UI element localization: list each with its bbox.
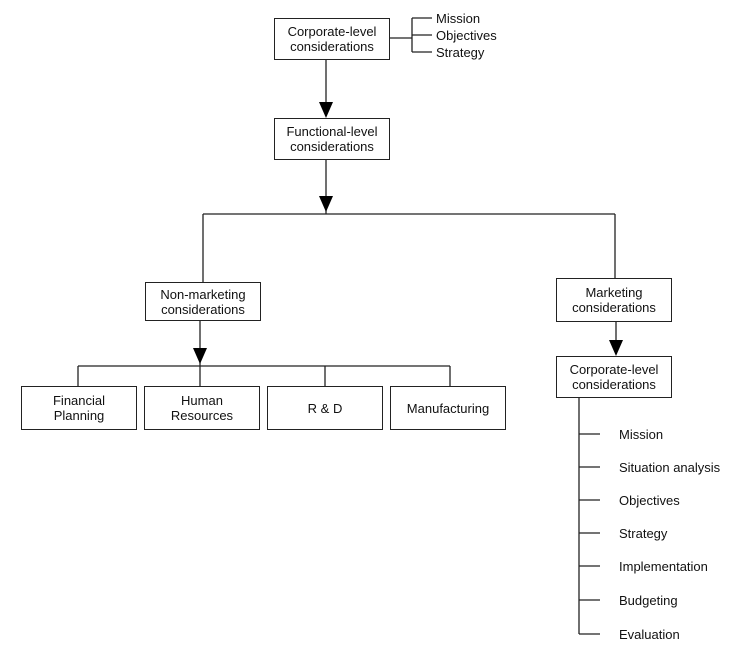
child-r-and-d: R & D [267,386,383,430]
list-item-implementation: Implementation [619,559,708,574]
arrow-head-non-marketing [193,348,207,364]
child-manufacturing: Manufacturing [390,386,506,430]
list-item-evaluation: Evaluation [619,627,680,642]
arrow-head-marketing [609,340,623,356]
non-marketing-box: Non-marketing considerations [145,282,261,321]
top-item-strategy: Strategy [436,45,485,60]
arrow-head-functional-split [319,196,333,212]
list-item-budgeting: Budgeting [619,593,678,608]
marketing-corporate-box: Corporate-level considerations [556,356,672,398]
top-item-mission: Mission [436,11,481,26]
child-financial-planning: Financial Planning [21,386,137,430]
list-item-strategy: Strategy [619,526,668,541]
list-item-situation-analysis: Situation analysis [619,460,721,475]
top-item-objectives: Objectives [436,28,497,43]
list-item-objectives: Objectives [619,493,680,508]
functional-box: Functional-level considerations [274,118,390,160]
child-human-resources: Human Resources [144,386,260,430]
marketing-box: Marketing considerations [556,278,672,322]
top-corporate-box: Corporate-level considerations [274,18,390,60]
arrow-head-corporate-functional [319,102,333,118]
list-item-mission: Mission [619,427,664,442]
